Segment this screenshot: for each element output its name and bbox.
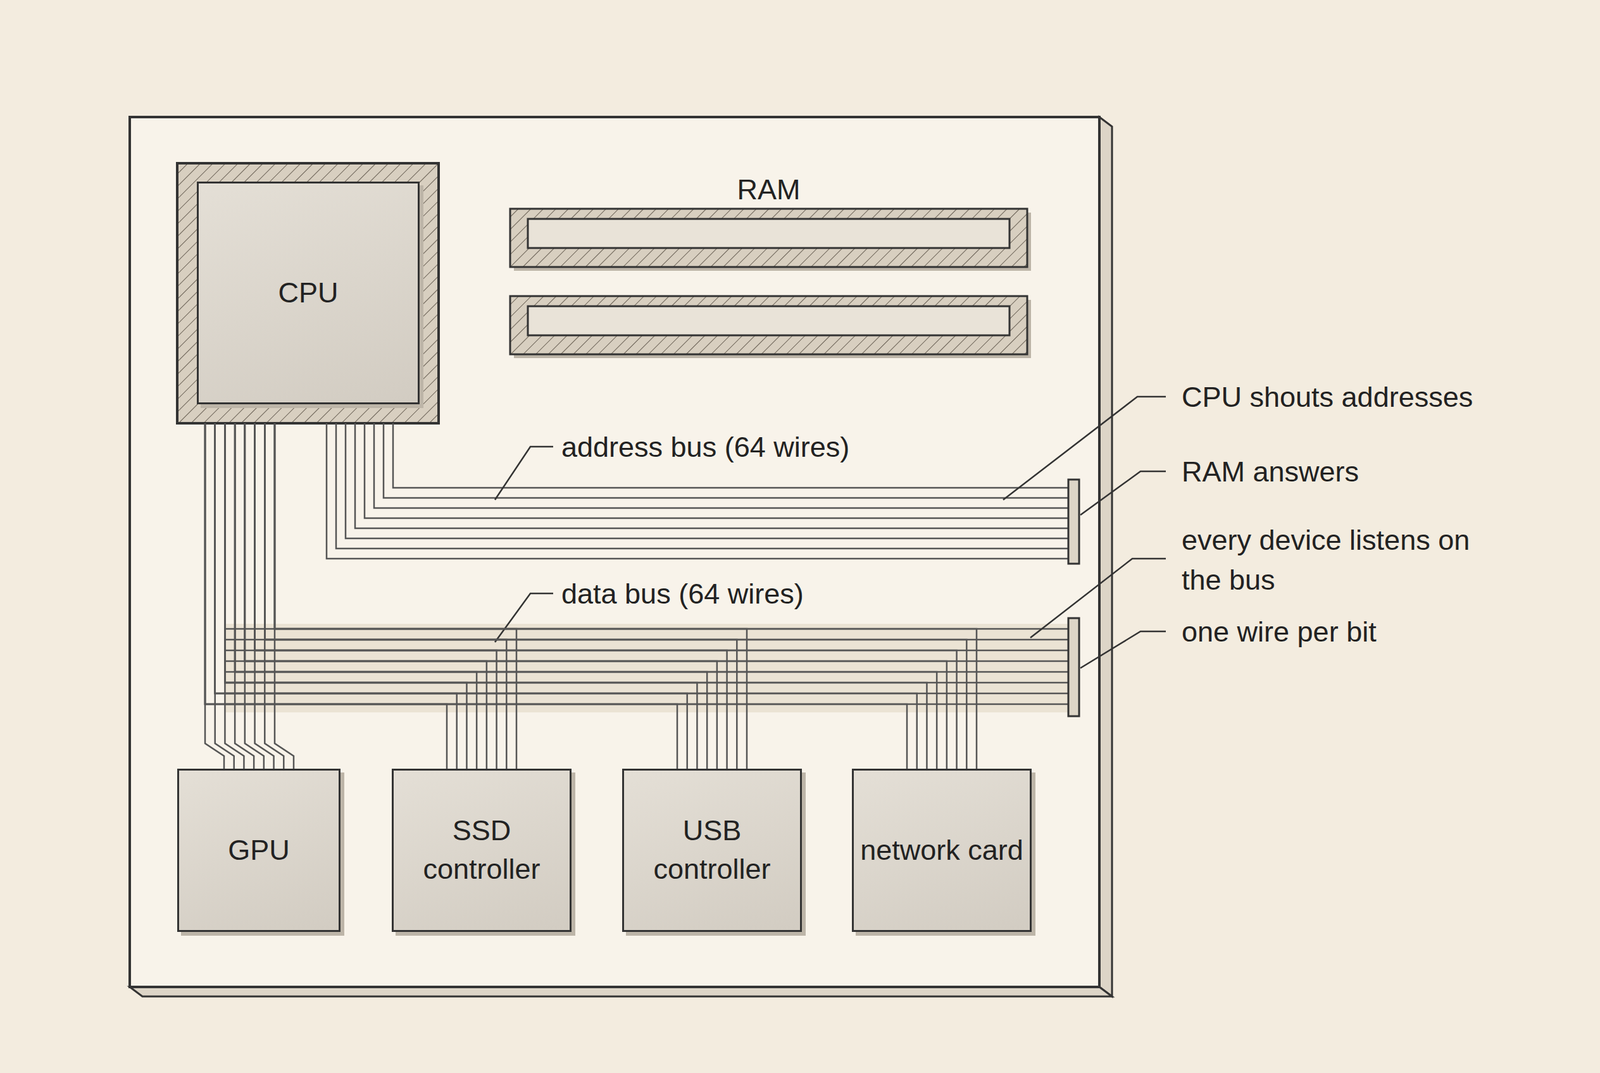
wire	[336, 423, 1069, 549]
callout-note: every device listens on the bus	[1181, 520, 1499, 600]
node-label: SSD controller	[400, 812, 564, 890]
node-label: GPU	[227, 831, 290, 871]
bus-label: data bus (64 wires)	[561, 574, 804, 614]
data-bus-band	[224, 624, 1069, 713]
device-box: USB controller	[622, 768, 802, 933]
motherboard	[129, 117, 1113, 997]
node-label: RAM	[737, 170, 801, 210]
callout-note: CPU shouts addresses	[1181, 377, 1473, 418]
address-bus	[326, 423, 1069, 559]
cpu-chip: CPU	[196, 181, 420, 405]
ram-module: RAM	[510, 163, 1028, 218]
wire	[345, 423, 1069, 539]
wire	[374, 423, 1069, 509]
node-label: USB controller	[630, 812, 794, 890]
callout-note: RAM answers	[1181, 451, 1359, 492]
bus-terminator	[1068, 479, 1080, 564]
wire	[364, 423, 1069, 519]
wire-bundle	[205, 423, 517, 769]
wire	[326, 423, 1069, 559]
device-box: GPU	[177, 768, 341, 933]
callout-note: one wire per bit	[1181, 612, 1377, 652]
cpu-socket	[177, 163, 439, 424]
node-label: network card	[860, 831, 1024, 871]
node-label: CPU	[277, 274, 338, 313]
ram-slots	[510, 208, 1032, 359]
wire	[355, 423, 1069, 529]
bus-label: address bus (64 wires)	[561, 427, 850, 468]
leader-lines	[494, 396, 1166, 669]
wire	[383, 423, 1069, 499]
wire-bundle	[205, 423, 977, 769]
wire	[393, 423, 1069, 488]
device-box: network card	[851, 768, 1032, 933]
device-box: SSD controller	[391, 768, 572, 933]
bus-terminator	[1068, 618, 1080, 717]
wire-bundle	[205, 423, 294, 769]
